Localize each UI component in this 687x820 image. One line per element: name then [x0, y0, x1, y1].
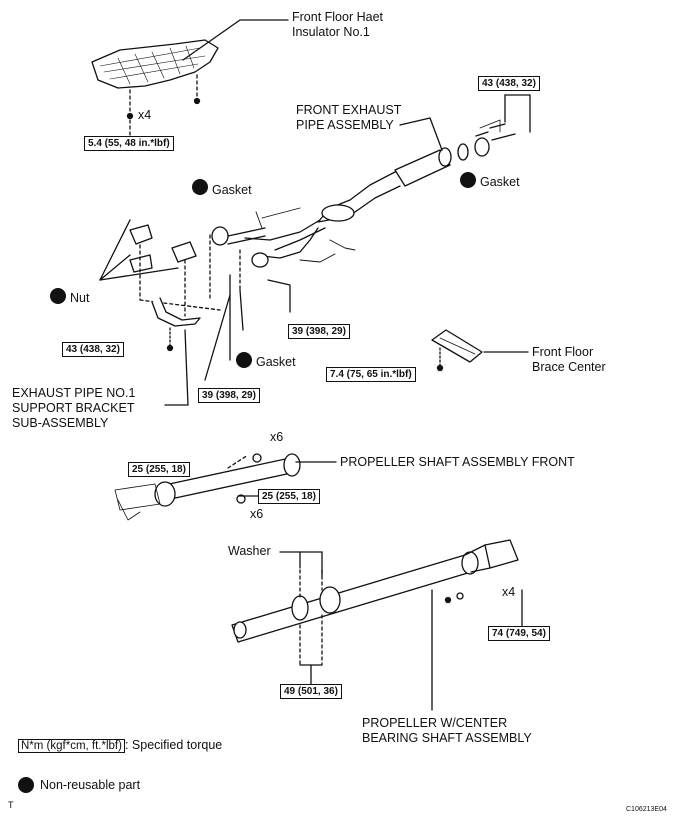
torque-legend: N*m (kgf*cm, ft.*lbf): Specified torque [18, 738, 222, 753]
heat-insulator-label: Front Floor Haet Insulator No.1 [292, 10, 384, 39]
prop-front-label: PROPELLER SHAFT ASSEMBLY FRONT [340, 455, 575, 469]
brace-center-part [431, 329, 529, 372]
corner-mark-left: T [8, 800, 14, 810]
propeller-center-part [231, 539, 523, 711]
x4-label-prop: x4 [502, 585, 516, 599]
torque-legend-box: N*m (kgf*cm, ft.*lbf) [18, 739, 125, 753]
washer-label: Washer [228, 544, 271, 558]
x6-label-bottom: x6 [250, 507, 264, 521]
gasket-label-rear: Gasket [480, 175, 520, 189]
torque-insulator: 5.4 (55, 48 in.*lbf) [84, 136, 174, 151]
torque-legend-text: : Specified torque [124, 738, 223, 752]
torque-prop-front-top: 25 (255, 18) [128, 462, 190, 477]
front-exhaust-pipe-part [211, 94, 531, 268]
figure-code: C106213E04 [626, 806, 667, 813]
nonreusable-dot-nut [50, 288, 66, 304]
nonreusable-dot-gasket-top [192, 179, 208, 195]
prop-center-label: PROPELLER W/CENTER BEARING SHAFT ASSEMBL… [362, 716, 532, 745]
gasket-label-lower: Gasket [256, 355, 296, 369]
torque-prop-rear: 74 (749, 54) [488, 626, 550, 641]
nonreusable-dot-gasket-lower [236, 352, 252, 368]
brace-center-label: Front Floor Brace Center [532, 345, 606, 374]
gasket-label-top: Gasket [212, 183, 252, 197]
x6-label-top: x6 [270, 430, 284, 444]
nut-label: Nut [70, 291, 90, 305]
nonreusable-dot-gasket-rear [460, 172, 476, 188]
torque-prop-center: 49 (501, 36) [280, 684, 342, 699]
torque-bracket: 43 (438, 32) [62, 342, 124, 357]
torque-pipe-39-right: 39 (398, 29) [288, 324, 350, 339]
torque-brace: 7.4 (75, 65 in.*lbf) [326, 367, 416, 382]
support-bracket-part [99, 219, 291, 406]
support-bracket-label: EXHAUST PIPE NO.1 SUPPORT BRACKET SUB-AS… [12, 386, 136, 430]
heat-insulator-part [91, 19, 289, 137]
torque-exhaust-rear: 43 (438, 32) [478, 76, 540, 91]
front-exhaust-label: FRONT EXHAUST PIPE ASSEMBLY [296, 103, 402, 132]
x4-label-insulator: x4 [138, 108, 152, 122]
legend-nonreusable-dot [18, 777, 34, 793]
torque-prop-front-bottom: 25 (255, 18) [258, 489, 320, 504]
propeller-shaft-front-part [114, 453, 337, 521]
torque-pipe-39-left: 39 (398, 29) [198, 388, 260, 403]
legend-nonreusable-text: Non-reusable part [40, 778, 141, 792]
